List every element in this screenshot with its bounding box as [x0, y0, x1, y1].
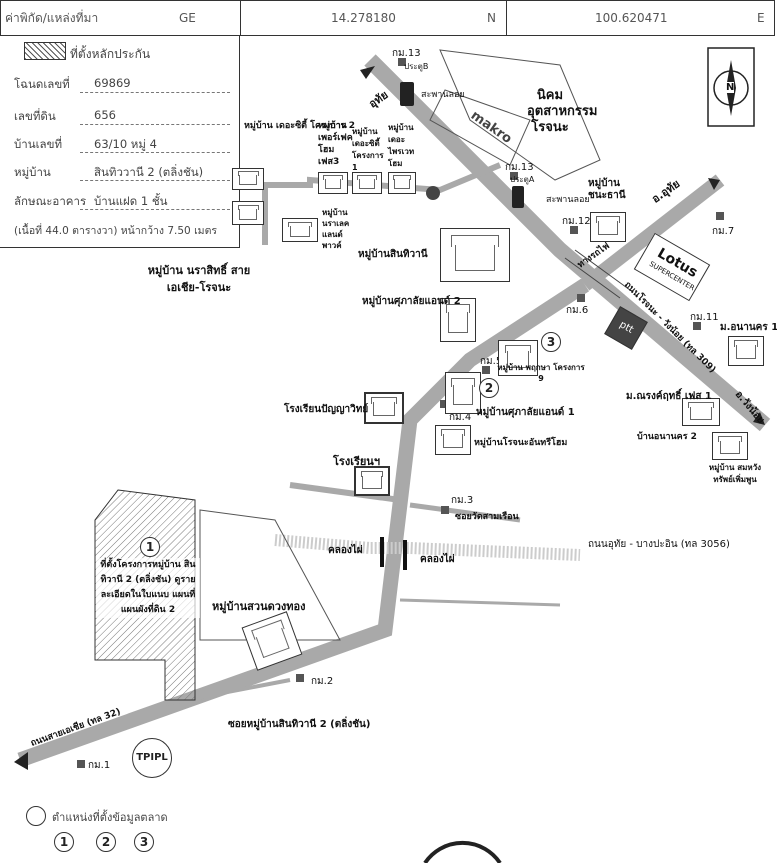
footer-legend: ตำแหน่งที่ตั้งข้อมูลตลาด: [52, 811, 168, 824]
factory-icon: [354, 466, 390, 496]
info-row: ลักษณะอาคารบ้านแฝด 1 ชั้น: [14, 194, 168, 208]
house-icon: [435, 425, 471, 455]
road-soi-wat: [289, 482, 401, 503]
house-icon: [232, 201, 264, 225]
road-uthai-north: [580, 174, 725, 291]
canal-label: คลองไผ่: [328, 545, 363, 556]
gate-label: ประตูA: [510, 175, 535, 184]
e-label: E: [757, 11, 765, 25]
village-label: หมู่บ้านโรจนะอันทรีโฮม: [474, 438, 568, 448]
info-row: หมู่บ้านสินทิววานี 2 (ตลิ่งชัน): [14, 165, 204, 179]
market-point-1: 1: [140, 537, 160, 557]
latitude-value: 14.278180: [331, 11, 396, 25]
village-label: บ้านอนานคร 2: [637, 432, 697, 442]
village-label: หมู่บ้านสวนดวงทอง: [212, 600, 306, 613]
village-label: ม.ณรงค์ฤทธิ์ เฟส 1: [626, 391, 712, 402]
road-label: ซอยวัดสามเรือน: [455, 512, 519, 522]
road-asia: [17, 278, 590, 768]
village-label: หมู่บ้านสินทิวานี: [358, 249, 428, 260]
road-rojana: [364, 54, 771, 432]
village-label: หมู่บ้าน เดอะซิตี้ โครงการ 1: [352, 127, 384, 172]
village-label: หมู่บ้าน เดอะ ไพรเวท โฮม: [388, 123, 415, 168]
road-village: [250, 162, 502, 194]
house-icon: [682, 398, 720, 426]
hatch-legend-icon: [24, 42, 66, 60]
km-label: กม.5: [480, 356, 503, 367]
bridge-label: สะพานลอย: [421, 90, 465, 100]
house-icon: [590, 212, 626, 242]
km-label: กม.4: [449, 412, 472, 423]
bridge-label: สะพานลอย: [546, 195, 590, 205]
house-icon: [282, 218, 318, 242]
coord-label: ค่าพิกัด/แหล่งที่มา: [5, 11, 99, 25]
legend-label: ที่ตั้งหลักประกัน: [70, 47, 151, 61]
house-icon: [712, 432, 748, 460]
house-icon: [440, 298, 476, 342]
canal: [274, 534, 581, 561]
road-label: ถนนอุทัย - บางปะอิน (ทล 3056): [588, 539, 730, 550]
road-label: ซอยหมู่บ้านสินทิวานี 2 (ตลิ่งชัน): [228, 719, 371, 730]
village-label: หมู่บ้าน นราสิทธิ์ สายเอเชีย-โรจนะ: [147, 264, 251, 294]
market-point-2: 2: [479, 378, 499, 398]
house-icon: [232, 168, 264, 190]
km-label: กม.3: [451, 495, 474, 506]
village-label: หมู่บ้าน พฤกษา โครงการ 9: [497, 363, 585, 383]
village-label: หมู่บ้าน เพอร์เฟค โฮม เฟส3: [318, 121, 353, 167]
property-info-panel: ที่ตั้งหลักประกัน โฉนดเลขที่69869 เลขที่…: [0, 36, 240, 248]
house-icon: [728, 336, 764, 366]
house-icon: [445, 372, 481, 414]
info-row: บ้านเลขที่63/10 หมู่ 4: [14, 137, 157, 151]
km-label: กม.1: [88, 760, 111, 771]
village-label: หมู่บ้าน นราเลค แลนด์ พาวค์: [322, 208, 350, 250]
longitude-value: 100.620471: [595, 11, 668, 25]
area-note: (เนื้อที่ 44.0 ตารางวา) หน้ากว้าง 7.50 เ…: [14, 225, 218, 237]
legend-num: 1: [54, 832, 74, 852]
factory-icon: [364, 392, 404, 424]
village-label: หมู่บ้าน สมหวังทรัพย์เพิ่มพูน: [708, 463, 762, 484]
km-label: กม.2: [311, 676, 334, 687]
ge-label: GE: [179, 11, 196, 25]
km-label: กม.7: [712, 226, 735, 237]
project-label: ที่ตั้งโครงการหมู่บ้าน สินทิวานี 2 (ตลิ่…: [96, 558, 200, 618]
house-icon: [318, 172, 348, 194]
village-label: หมู่บ้านศุภาลัยแอนด์ 2: [362, 296, 461, 307]
km-label: กม.13: [505, 162, 534, 173]
legend-num: 2: [96, 832, 116, 852]
canal-label: คลองไผ่: [420, 554, 455, 565]
info-row: โฉนดเลขที่69869: [14, 76, 131, 91]
km-label: กม.13: [392, 48, 421, 59]
house-icon: [498, 340, 538, 376]
village-label: หมู่บ้านศุภาลัยแอนด์ 1: [476, 407, 575, 418]
tpi-logo: TPIPL: [132, 738, 172, 778]
school-label: โรงเรียนฯ: [333, 455, 380, 468]
house-icon: [440, 228, 510, 282]
roundabout: [426, 186, 440, 200]
legend-num: 3: [134, 832, 154, 852]
km-label: กม.11: [690, 312, 719, 323]
traffic-light-icon: [512, 186, 524, 208]
village-label: ม.อนานคร 1: [720, 322, 777, 333]
n-label: N: [487, 11, 496, 25]
house-icon: [388, 172, 416, 194]
legend-circle-icon: [26, 806, 46, 826]
gate-label: ประตูB: [404, 62, 429, 71]
coordinate-header: ค่าพิกัด/แหล่งที่มา GE 14.278180 N 100.6…: [0, 0, 775, 36]
km-label: กม.6: [566, 305, 589, 316]
traffic-light-icon: [400, 82, 414, 106]
school-label: โรงเรียนปัญญาวิทย์: [284, 404, 369, 415]
nikom-label: นิคม อุตสาหกรรม โรจนะ: [527, 88, 598, 135]
market-point-3: 3: [541, 332, 561, 352]
compass-n: N: [726, 82, 735, 93]
km-label: กม.12: [562, 216, 591, 227]
village-label: หมู่บ้าน เดอะซิตี้ โครงการ 2: [244, 121, 355, 131]
village-label: หมู่บ้าน ชนะธานี: [588, 178, 626, 201]
house-icon: [352, 172, 382, 194]
